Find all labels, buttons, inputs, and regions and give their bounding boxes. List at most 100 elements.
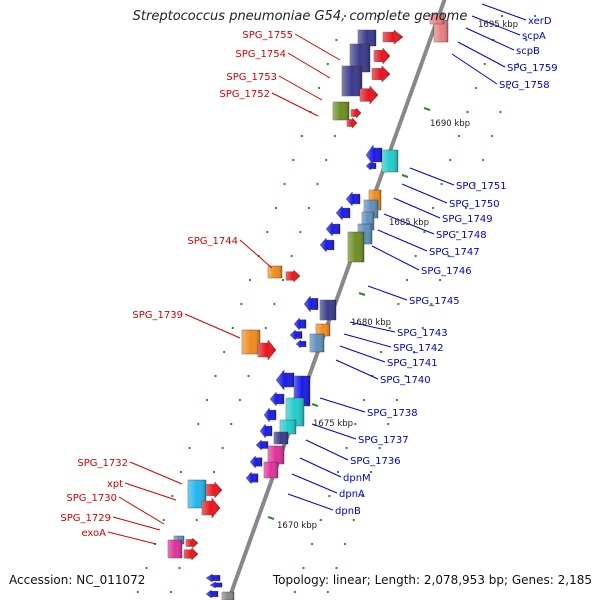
leader-line	[367, 285, 408, 301]
tick-mark	[273, 303, 276, 305]
tick-mark	[249, 279, 252, 281]
gene-label-reverse: SPG_1747	[429, 247, 480, 258]
tick-mark	[534, 15, 537, 17]
gene-shade	[264, 408, 276, 422]
tick-mark	[300, 135, 303, 137]
gene-shade	[268, 446, 284, 464]
gene-label-reverse: SPG_1737	[358, 435, 409, 446]
gene-label-reverse: SPG_1741	[387, 358, 438, 369]
tick-mark	[221, 447, 224, 449]
gene-shade	[351, 108, 361, 118]
tick-mark	[499, 111, 502, 113]
leader-line	[311, 423, 357, 440]
tick-mark	[162, 519, 165, 521]
tick-mark	[344, 15, 347, 17]
gene-shade	[374, 48, 390, 64]
tick-mark	[264, 327, 267, 329]
tick-mark	[299, 231, 302, 233]
gene-shade	[168, 540, 182, 558]
tick-mark	[352, 519, 355, 521]
tick-mark	[212, 471, 215, 473]
gene-label-reverse: SPG_1740	[380, 375, 431, 386]
tick-mark	[430, 303, 433, 305]
gene-label-reverse: SPG_1746	[421, 266, 472, 277]
gene-label-forward: SPG_1730	[66, 493, 117, 504]
tick-mark	[335, 567, 338, 569]
gene-label-reverse: xerD	[528, 16, 552, 27]
gene-shade	[366, 162, 376, 170]
leader-line	[305, 439, 349, 461]
gene-label-forward: SPG_1739	[132, 310, 183, 321]
gene-shade	[383, 30, 403, 44]
gene-shade	[250, 456, 262, 468]
tick-mark	[397, 303, 400, 305]
leader-line	[471, 15, 521, 36]
leader-line	[377, 229, 428, 252]
leader-line	[287, 52, 331, 79]
tick-mark	[345, 447, 348, 449]
tick-mark	[188, 447, 191, 449]
tick-mark	[318, 87, 321, 89]
gene-shade	[256, 440, 268, 450]
tick-mark	[449, 159, 452, 161]
leader-line	[343, 333, 392, 348]
gene-label-reverse: SPG_1743	[397, 328, 448, 339]
tick-mark	[525, 39, 528, 41]
tick-mark	[267, 516, 275, 520]
gene-shade	[188, 480, 206, 508]
tick-mark	[307, 207, 310, 209]
tick-mark	[240, 303, 243, 305]
leader-line	[287, 493, 334, 511]
tick-mark	[423, 107, 431, 111]
tick-mark	[231, 327, 234, 329]
gene-label-reverse: SPG_1749	[442, 214, 493, 225]
tick-mark	[335, 39, 338, 41]
tick-marks	[136, 15, 537, 593]
gene-labels: SPG_1755SPG_1754SPG_1753SPG_1752SPG_1744…	[60, 16, 557, 539]
tick-mark	[473, 183, 476, 185]
tick-mark	[466, 111, 469, 113]
tick-mark	[406, 279, 409, 281]
gene-shade	[210, 582, 222, 588]
leader-line	[393, 197, 441, 219]
gene-label-reverse: dpnM	[343, 473, 371, 484]
tick-mark	[282, 279, 285, 281]
tick-mark	[404, 375, 407, 377]
gene-shade	[184, 548, 198, 560]
gene-label-forward: SPG_1752	[219, 89, 270, 100]
gene-label-forward: exoA	[81, 528, 106, 539]
tick-mark	[326, 63, 329, 65]
tick-mark	[311, 543, 314, 545]
gene-shade	[372, 66, 390, 82]
tick-mark	[361, 495, 364, 497]
leader-line	[319, 397, 366, 413]
gene-shade	[342, 66, 362, 96]
gene-shade	[222, 592, 234, 600]
gene-label-reverse: SPG_1745	[409, 296, 460, 307]
gene-shade	[286, 398, 304, 426]
gene-shade	[333, 102, 349, 120]
tick-mark	[178, 567, 181, 569]
tick-mark	[483, 63, 486, 65]
tick-mark	[214, 375, 217, 377]
tick-mark	[205, 399, 208, 401]
leader-line	[371, 245, 420, 271]
tick-mark	[378, 447, 381, 449]
tick-mark	[274, 207, 277, 209]
tick-mark	[311, 403, 319, 407]
gene-shade	[258, 340, 276, 360]
leader-line	[112, 516, 161, 531]
gene-shade	[382, 150, 398, 172]
tick-mark	[292, 159, 295, 161]
tick-mark	[475, 87, 478, 89]
leader-line	[278, 75, 323, 101]
gene-label-reverse: dpnB	[335, 506, 361, 517]
tick-mark	[230, 423, 233, 425]
tick-mark	[293, 591, 296, 593]
scale-label: 1680 kbp	[351, 318, 391, 328]
gene-shade	[310, 334, 324, 352]
tick-mark	[223, 351, 226, 353]
gene-shade	[270, 392, 284, 406]
gene-label-reverse: SPG_1750	[449, 199, 500, 210]
